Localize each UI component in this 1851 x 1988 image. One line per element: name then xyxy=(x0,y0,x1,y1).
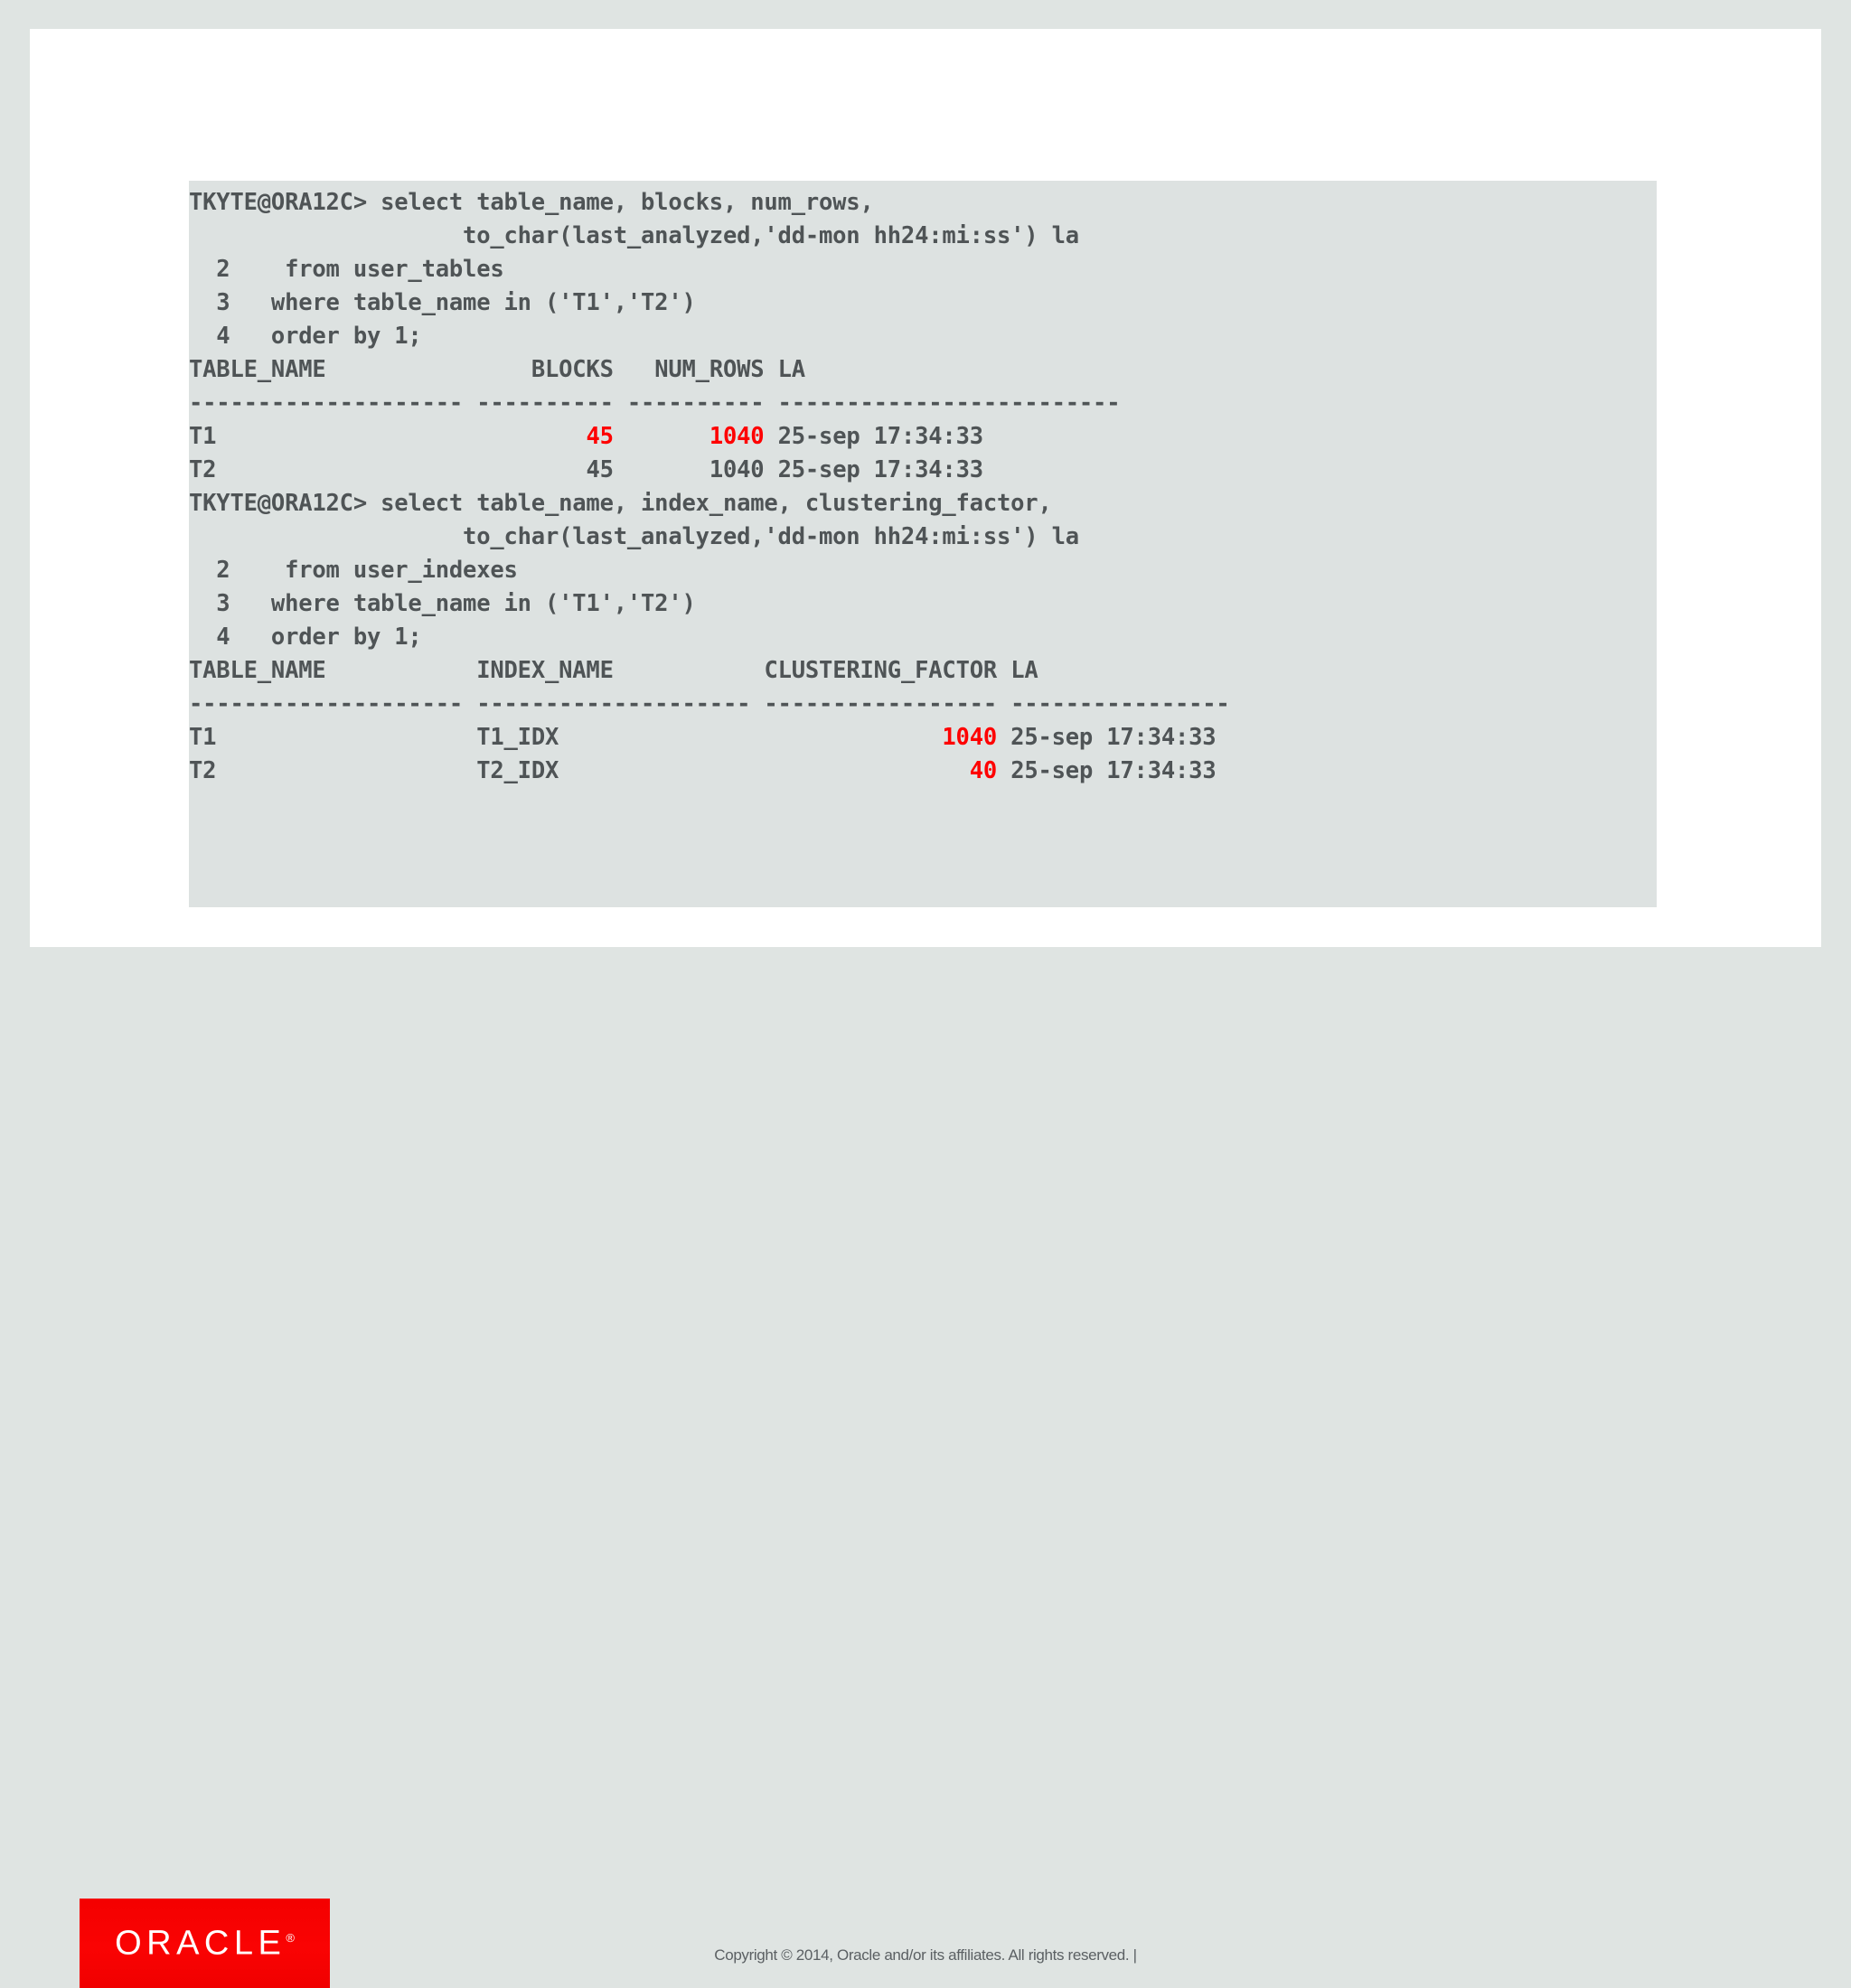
terminal-query-2-statement: TKYTE@ORA12C> select table_name, index_n… xyxy=(189,487,1657,654)
slide-canvas: TKYTE@ORA12C> select table_name, blocks,… xyxy=(30,29,1821,947)
query-1-line-3: 2 from user_tables xyxy=(189,256,504,283)
result-2-row-1-index-name: T1_IDX xyxy=(476,724,559,751)
sqlplus-terminal-output: TKYTE@ORA12C> select table_name, blocks,… xyxy=(189,181,1657,907)
oracle-logo: ORACLE® xyxy=(80,1899,330,1988)
query-2-line-2: to_char(last_analyzed,'dd-mon hh24:mi:ss… xyxy=(189,523,1079,550)
result-2-row-2-la: 25-sep 17:34:33 xyxy=(1010,757,1217,784)
terminal-query-1-statement: TKYTE@ORA12C> select table_name, blocks,… xyxy=(189,186,1657,353)
result-1-separator: -------------------- ---------- --------… xyxy=(189,389,1121,417)
terminal-result-1: TABLE_NAME BLOCKS NUM_ROWS LA ----------… xyxy=(189,353,1657,487)
result-1-row-1-table-name: T1 xyxy=(189,423,217,450)
result-2-row-2-clustering-factor: 40 xyxy=(969,757,998,784)
result-2-separator: -------------------- -------------------… xyxy=(189,690,1230,717)
query-1-line-5: 4 order by 1; xyxy=(189,323,422,350)
result-1-row-1-blocks: 45 xyxy=(586,423,614,450)
result-1-row-1-num-rows: 1040 xyxy=(709,423,765,450)
result-1-header-la: LA xyxy=(777,356,806,383)
query-1-line-2: to_char(last_analyzed,'dd-mon hh24:mi:ss… xyxy=(189,222,1079,249)
result-1-row-2-blocks: 45 xyxy=(586,456,614,483)
result-2-row-1-la: 25-sep 17:34:33 xyxy=(1010,724,1217,751)
query-2-line-1: TKYTE@ORA12C> select table_name, index_n… xyxy=(189,490,1052,517)
copyright-notice: Copyright © 2014, Oracle and/or its affi… xyxy=(714,1946,1137,1964)
result-2-row-2-index-name: T2_IDX xyxy=(476,757,559,784)
result-2-header-clustering-factor: CLUSTERING_FACTOR xyxy=(764,657,998,684)
result-2-header-la: LA xyxy=(1010,657,1038,684)
query-2-line-3: 2 from user_indexes xyxy=(189,557,518,584)
query-2-line-4: 3 where table_name in ('T1','T2') xyxy=(189,590,696,617)
slide-footer: ORACLE® Copyright © 2014, Oracle and/or … xyxy=(0,947,1851,1988)
terminal-result-2: TABLE_NAME INDEX_NAME CLUSTERING_FACTOR … xyxy=(189,654,1657,788)
result-1-row-1-la: 25-sep 17:34:33 xyxy=(777,423,983,450)
query-1-line-1: TKYTE@ORA12C> select table_name, blocks,… xyxy=(189,189,874,216)
query-1-line-4: 3 where table_name in ('T1','T2') xyxy=(189,289,696,316)
result-2-header-index-name: INDEX_NAME xyxy=(476,657,614,684)
result-1-header-num-rows: NUM_ROWS xyxy=(654,356,765,383)
result-2-row-1-clustering-factor: 1040 xyxy=(942,724,998,751)
result-2-header-table-name: TABLE_NAME xyxy=(189,657,326,684)
result-1-row-2-la: 25-sep 17:34:33 xyxy=(777,456,983,483)
result-1-row-2-num-rows: 1040 xyxy=(709,456,765,483)
result-1-header-blocks: BLOCKS xyxy=(531,356,614,383)
query-2-line-5: 4 order by 1; xyxy=(189,624,422,651)
result-2-row-1-table-name: T1 xyxy=(189,724,217,751)
result-1-header-table-name: TABLE_NAME xyxy=(189,356,326,383)
result-1-row-2-table-name: T2 xyxy=(189,456,217,483)
terminal-text-container: TKYTE@ORA12C> select table_name, blocks,… xyxy=(189,186,1657,788)
registered-mark-icon: ® xyxy=(286,1930,295,1945)
result-2-row-2-table-name: T2 xyxy=(189,757,217,784)
